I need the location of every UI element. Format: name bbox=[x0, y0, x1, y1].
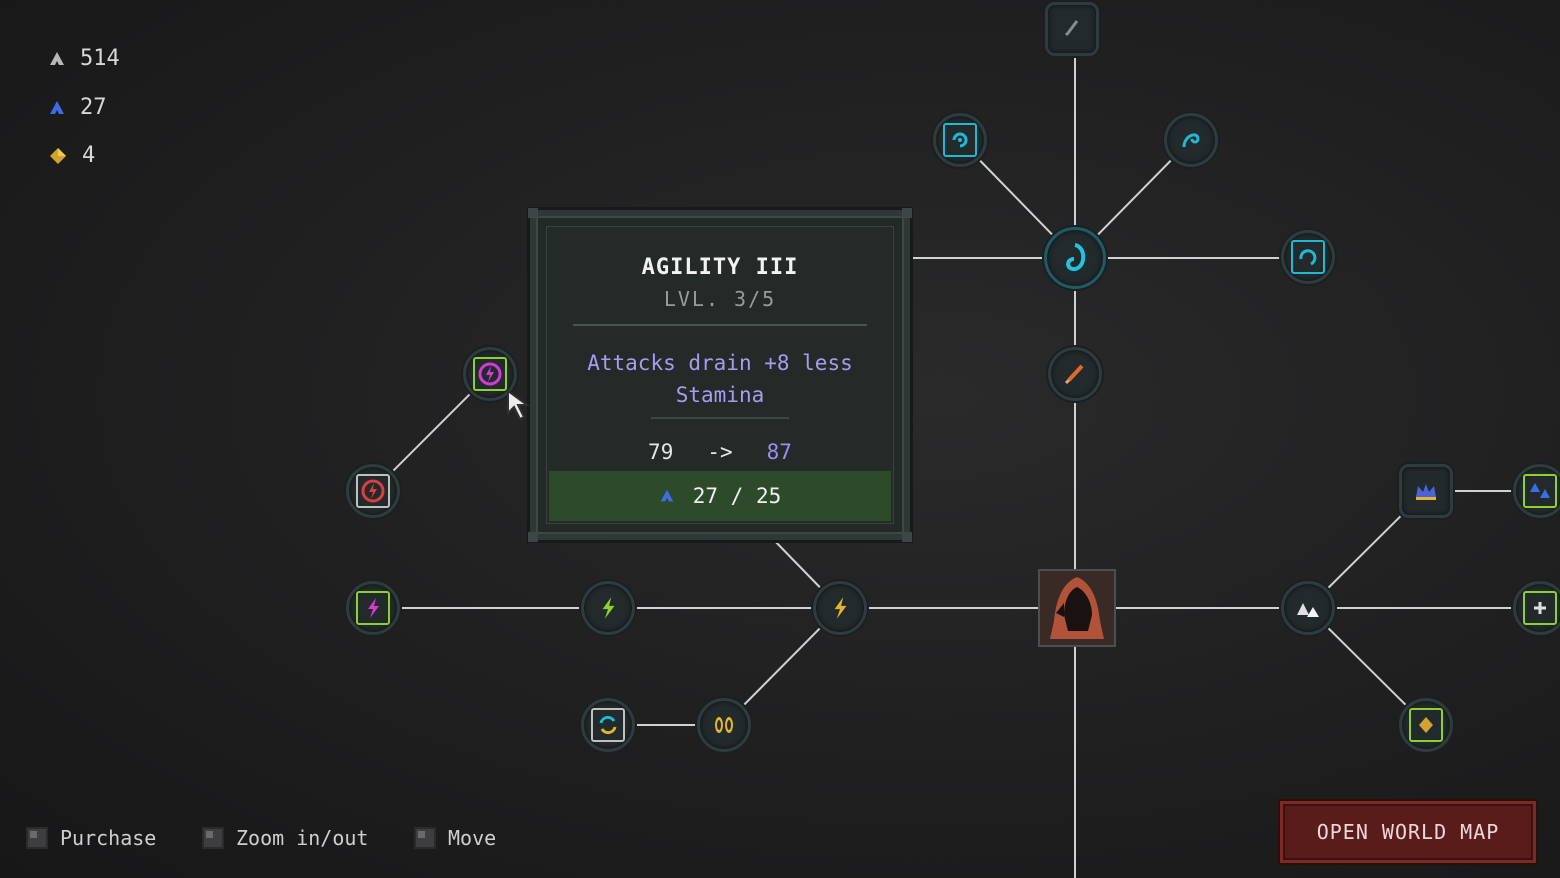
stat-arrow: -> bbox=[707, 440, 733, 464]
skill-node-yellow-bolt[interactable] bbox=[813, 581, 867, 635]
red-lightning-circle-icon bbox=[361, 479, 385, 503]
open-world-map-button[interactable]: OPEN WORLD MAP bbox=[1280, 801, 1536, 863]
hint-zoom-label: Zoom in/out bbox=[236, 826, 369, 850]
blue-arrow-icon bbox=[50, 100, 64, 114]
blue-arrow-icon bbox=[660, 489, 673, 502]
magenta-lightning-circle-icon bbox=[478, 362, 502, 386]
yellow-bolt-icon bbox=[834, 597, 847, 619]
skill-level: LVL. 3/5 bbox=[663, 287, 777, 311]
skill-node-red-lightning[interactable] bbox=[346, 464, 400, 518]
footsteps-icon bbox=[715, 717, 733, 733]
character-avatar[interactable] bbox=[1038, 569, 1116, 647]
skill-cost-bar: 27 / 25 bbox=[549, 471, 891, 521]
grey-arrow-icon bbox=[50, 51, 64, 65]
stat-old-value: 79 bbox=[648, 440, 674, 464]
skill-node-green-bolt[interactable] bbox=[581, 581, 635, 635]
tooltip-corner bbox=[528, 208, 538, 218]
mouse-cursor-icon bbox=[507, 389, 531, 421]
divider bbox=[573, 324, 867, 326]
stat-change: 79 -> 87 bbox=[547, 440, 893, 464]
resource-gems: 4 bbox=[48, 143, 95, 168]
hooded-figure-icon bbox=[1050, 577, 1104, 639]
green-bolt-icon bbox=[602, 597, 615, 619]
rocks-icon bbox=[1297, 603, 1319, 617]
tooltip-corner bbox=[528, 532, 538, 542]
skill-cost-value: 27 / 25 bbox=[692, 484, 782, 508]
skill-node-cycle[interactable] bbox=[581, 698, 635, 752]
skill-node-magenta-bolt[interactable] bbox=[346, 581, 400, 635]
skill-node-footsteps[interactable] bbox=[697, 698, 751, 752]
stat-new-value: 87 bbox=[766, 440, 792, 464]
skill-node-arrows-edge[interactable] bbox=[1513, 464, 1560, 518]
resource-points: 514 bbox=[48, 46, 120, 71]
skill-node-top-dagger[interactable] bbox=[1045, 2, 1099, 56]
mouse-wheel-key-icon bbox=[202, 827, 224, 849]
hint-move: Move bbox=[414, 826, 496, 850]
skill-tooltip: AGILITY III LVL. 3/5 Attacks drain +8 le… bbox=[528, 208, 912, 542]
skill-node-orange-blade[interactable] bbox=[1048, 347, 1102, 401]
tooltip-corner bbox=[902, 208, 912, 218]
vortex-icon bbox=[1299, 249, 1317, 266]
blue-arrows-icon bbox=[1530, 483, 1550, 498]
blade-icon bbox=[1064, 364, 1084, 385]
plus-icon bbox=[1534, 602, 1546, 614]
skill-node-cyan-1[interactable] bbox=[933, 113, 987, 167]
cycle-arrows-icon bbox=[599, 715, 617, 735]
crown-icon bbox=[1416, 484, 1436, 500]
wave-icon bbox=[1182, 133, 1200, 148]
spiral-icon bbox=[1066, 243, 1086, 272]
skill-node-plus-edge[interactable] bbox=[1513, 581, 1560, 635]
skill-title: AGILITY III bbox=[641, 255, 799, 280]
skill-node-gem[interactable] bbox=[1399, 698, 1453, 752]
magenta-bolt-icon bbox=[368, 598, 379, 618]
hint-zoom: Zoom in/out bbox=[202, 826, 368, 850]
skill-node-cyan-main[interactable] bbox=[1044, 227, 1106, 289]
resource-skill-points: 27 bbox=[48, 95, 107, 120]
skill-description: Attacks drain +8 less Stamina bbox=[587, 351, 853, 407]
resource-skill-points-value: 27 bbox=[80, 95, 107, 120]
divider bbox=[651, 417, 789, 419]
tooltip-body: AGILITY III LVL. 3/5 Attacks drain +8 le… bbox=[546, 226, 894, 524]
gold-gem-small-icon bbox=[1419, 717, 1433, 733]
tooltip-corner bbox=[902, 532, 912, 542]
mouse-right-key-icon bbox=[414, 827, 436, 849]
hint-purchase: Purchase bbox=[26, 826, 156, 850]
hint-move-label: Move bbox=[448, 826, 497, 850]
swirl-icon bbox=[952, 132, 968, 148]
skill-node-rocks[interactable] bbox=[1281, 581, 1335, 635]
resource-gems-value: 4 bbox=[82, 143, 96, 168]
hint-purchase-label: Purchase bbox=[60, 826, 157, 850]
skill-node-crown[interactable] bbox=[1399, 464, 1453, 518]
skill-node-cyan-3[interactable] bbox=[1281, 230, 1335, 284]
dagger-icon bbox=[1064, 20, 1079, 37]
skill-node-cyan-2[interactable] bbox=[1164, 113, 1218, 167]
gold-gem-icon bbox=[50, 147, 66, 164]
mouse-left-key-icon bbox=[26, 827, 48, 849]
resource-points-value: 514 bbox=[80, 46, 120, 71]
